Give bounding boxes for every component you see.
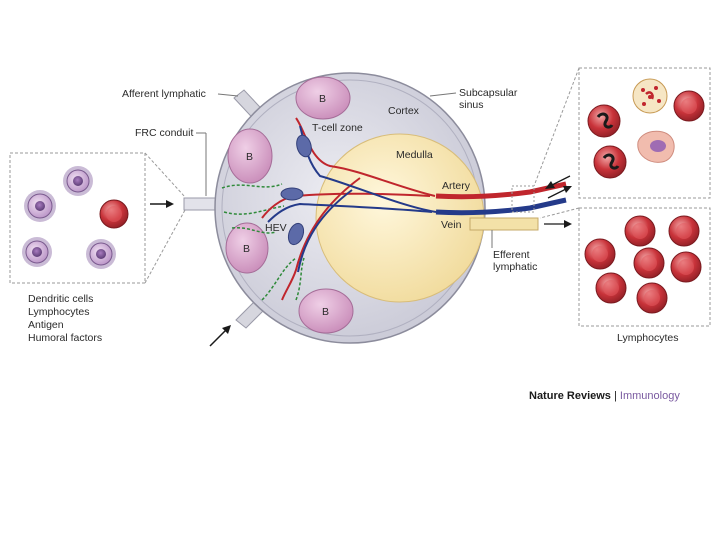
arteriole-network bbox=[261, 192, 431, 219]
b-follicle: B bbox=[295, 76, 351, 120]
efferent-label-line2: lymphatic bbox=[493, 261, 537, 273]
inflow-arrow-head bbox=[166, 200, 174, 208]
lymphocyte-cell bbox=[624, 215, 656, 247]
connector-line bbox=[144, 152, 186, 198]
arteriole-network bbox=[281, 177, 361, 301]
lymphocyte-cell bbox=[673, 90, 705, 122]
hev-vessel bbox=[287, 222, 305, 246]
inflow-arrow-head bbox=[222, 325, 231, 334]
b-follicle: B bbox=[227, 128, 273, 184]
left-panel-item: Dendritic cells bbox=[28, 293, 93, 305]
lymphocyte-cell bbox=[636, 282, 668, 314]
journal-credit: Nature Reviews | Immunology bbox=[529, 390, 680, 402]
efferent-lymphatic-vessel bbox=[469, 217, 539, 231]
connector-line bbox=[539, 207, 580, 219]
venule-network bbox=[297, 189, 353, 273]
lymphocyte-cell bbox=[633, 247, 665, 279]
connector-line bbox=[533, 67, 580, 187]
neutrophil-cell bbox=[593, 145, 627, 179]
dendritic-cell bbox=[86, 239, 116, 269]
right-bottom-panel-box bbox=[578, 207, 711, 327]
right-bottom-caption: Lymphocytes bbox=[617, 332, 678, 344]
vein-label: Vein bbox=[441, 219, 462, 231]
right-top-panel-box bbox=[578, 67, 711, 199]
hev-vessel bbox=[296, 134, 312, 158]
t-cell-zone-label: T-cell zone bbox=[312, 122, 363, 134]
artery bbox=[435, 181, 567, 200]
arteriole-network bbox=[295, 117, 436, 197]
cortex-label: Cortex bbox=[388, 105, 420, 117]
dendritic-cell bbox=[22, 237, 52, 267]
frc-conduit-network bbox=[221, 183, 283, 189]
frc-conduit-network bbox=[231, 227, 277, 234]
lymphocyte-cell bbox=[595, 272, 627, 304]
leader-line bbox=[217, 93, 239, 97]
exchange-arrow-head bbox=[545, 181, 555, 189]
dendritic-cell bbox=[63, 166, 93, 196]
artery-label: Artery bbox=[442, 180, 471, 192]
connector-line bbox=[144, 209, 186, 284]
lymphocyte-cell bbox=[668, 215, 700, 247]
outflow-arrow-head bbox=[564, 220, 572, 228]
b-follicle-label: B bbox=[246, 151, 253, 163]
b-follicle-label: B bbox=[319, 93, 326, 105]
frc-conduit-label: FRC conduit bbox=[135, 127, 193, 139]
journal-credit-subject: Immunology bbox=[620, 390, 680, 402]
exchange-arrow bbox=[547, 188, 567, 199]
exchange-arrow-head bbox=[563, 186, 572, 193]
left-panel-item: Humoral factors bbox=[28, 332, 102, 344]
neutrophil-cell bbox=[587, 104, 621, 138]
left-panel-box bbox=[9, 152, 146, 284]
venule-network bbox=[267, 202, 433, 223]
frc-conduit-network bbox=[223, 205, 285, 215]
b-follicle-label: B bbox=[322, 306, 329, 318]
exchange-arrow bbox=[549, 175, 571, 187]
lymphocyte-cell bbox=[99, 199, 129, 229]
leader-line bbox=[429, 92, 457, 97]
vein bbox=[435, 197, 567, 216]
lymphocyte-cell bbox=[584, 238, 616, 270]
left-panel-item: Lymphocytes bbox=[28, 306, 89, 318]
b-follicle-label: B bbox=[243, 243, 250, 255]
monocyte-cell bbox=[637, 130, 675, 163]
journal-credit-name: Nature Reviews bbox=[529, 390, 611, 402]
eosinophil-cell bbox=[632, 78, 668, 114]
left-panel-item: Antigen bbox=[28, 319, 64, 331]
dendritic-cell bbox=[24, 190, 56, 222]
subcapsular-sinus-label-line1: Subcapsular bbox=[459, 87, 518, 99]
efferent-label-line1: Efferent bbox=[493, 249, 530, 261]
medulla-label: Medulla bbox=[396, 149, 433, 161]
hev-vessel bbox=[280, 187, 304, 201]
subcapsular-sinus-label-line2: sinus bbox=[459, 99, 484, 111]
b-follicle: B bbox=[225, 222, 269, 274]
lymphocyte-cell bbox=[670, 251, 702, 283]
journal-credit-separator: | bbox=[611, 390, 620, 402]
inflow-arrow bbox=[209, 329, 227, 347]
afferent-lymphatic-label: Afferent lymphatic bbox=[122, 88, 206, 100]
hev-label: HEV bbox=[265, 222, 287, 234]
b-follicle: B bbox=[298, 288, 354, 334]
